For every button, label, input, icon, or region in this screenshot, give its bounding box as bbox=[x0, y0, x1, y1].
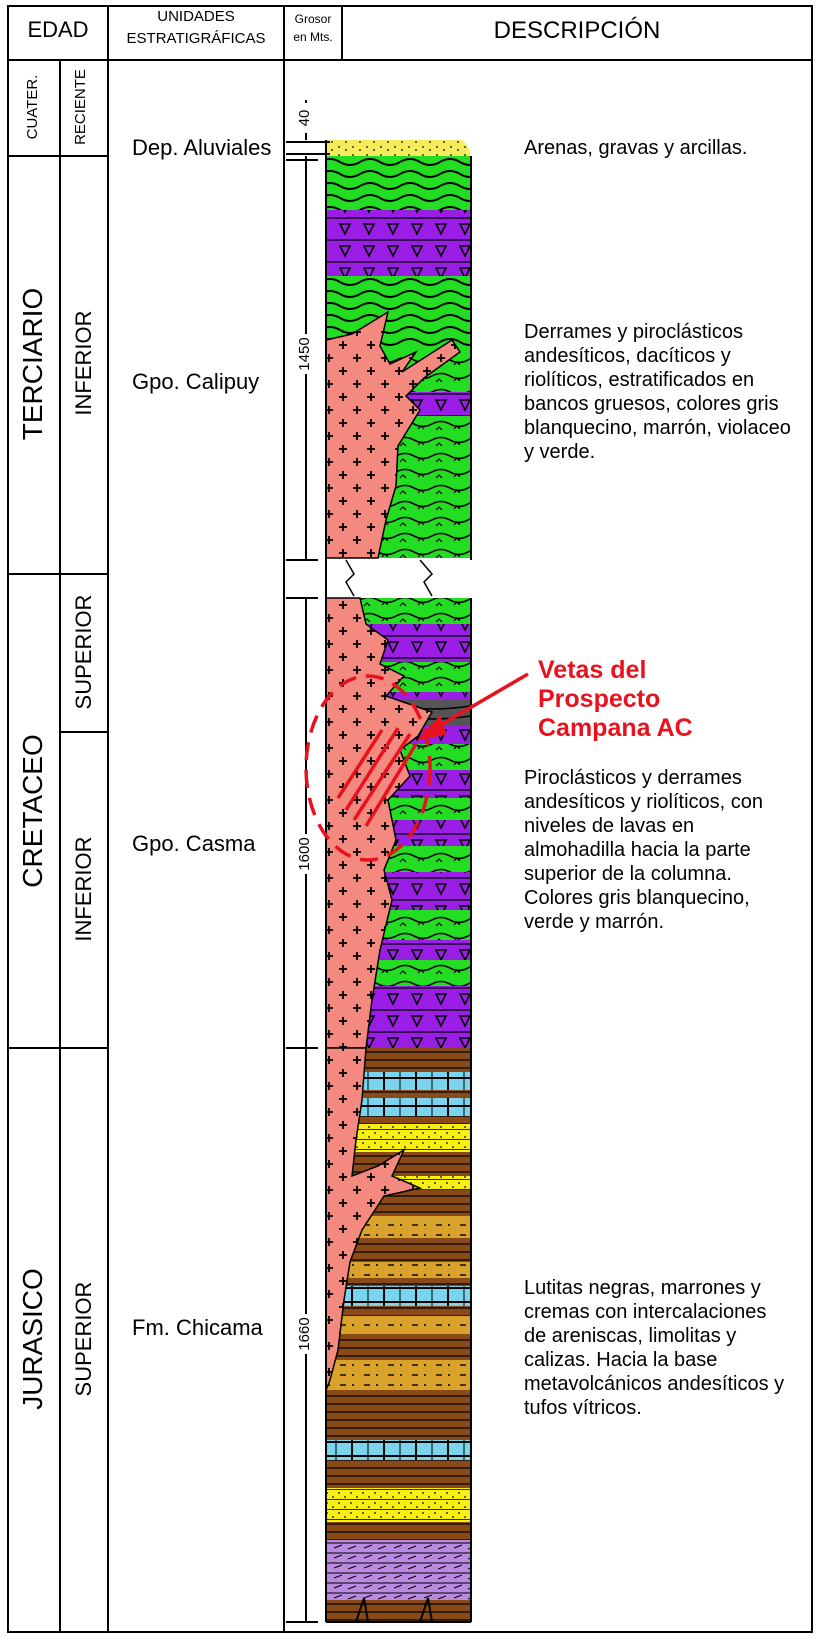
unit-name-dep-aluviales: Dep. Aluviales bbox=[132, 135, 272, 160]
thickness-1600: 1600 bbox=[296, 834, 316, 874]
epoch-cretaceo-superior: SUPERIOR bbox=[71, 594, 96, 710]
description-dep-aluviales: Arenas, gravas y arcillas. bbox=[524, 137, 748, 159]
thickness-1660: 1660 bbox=[296, 1314, 316, 1354]
unit-name-chicama: Fm. Chicama bbox=[132, 1315, 263, 1340]
thickness-dimensions bbox=[286, 100, 330, 1623]
header-unidades-line2: ESTRATIGRÁFICAS bbox=[126, 30, 266, 47]
vein-annotation bbox=[304, 672, 529, 862]
description-calipuy: Derrames y piroclásticos andesíticos, da… bbox=[524, 321, 791, 463]
lithology-column bbox=[318, 140, 482, 1623]
description-casma: Piroclásticos y derrames andesíticos y r… bbox=[524, 767, 763, 933]
period-cuater: CUATER. bbox=[24, 74, 41, 140]
unit-name-calipuy: Gpo. Calipuy bbox=[132, 369, 260, 394]
header-unidades-line1: UNIDADES bbox=[157, 8, 235, 25]
period-jurasico: JURASICO bbox=[17, 1268, 48, 1410]
thickness-1450: 1450 bbox=[296, 334, 316, 374]
annotation-label: Vetas del Prospecto Campana AC bbox=[538, 656, 693, 742]
thickness-40: 40 bbox=[296, 103, 316, 133]
epoch-reciente: RECIENTE bbox=[72, 69, 89, 145]
header-grosor-line1: Grosor bbox=[294, 12, 332, 26]
header-edad: EDAD bbox=[27, 17, 89, 42]
epoch-jurasico-superior: SUPERIOR bbox=[71, 1281, 96, 1397]
period-cretaceo: CRETACEO bbox=[17, 734, 48, 888]
header-grosor-line2: en Mts. bbox=[293, 30, 333, 44]
unit-name-casma: Gpo. Casma bbox=[132, 831, 256, 856]
header-descripcion: DESCRIPCIÓN bbox=[493, 17, 661, 44]
epoch-terciario-inferior: INFERIOR bbox=[71, 310, 96, 416]
period-terciario: TERCIARIO bbox=[17, 287, 48, 441]
epoch-cretaceo-inferior: INFERIOR bbox=[71, 836, 96, 942]
description-chicama: Lutitas negras, marrones y cremas con in… bbox=[524, 1277, 785, 1419]
